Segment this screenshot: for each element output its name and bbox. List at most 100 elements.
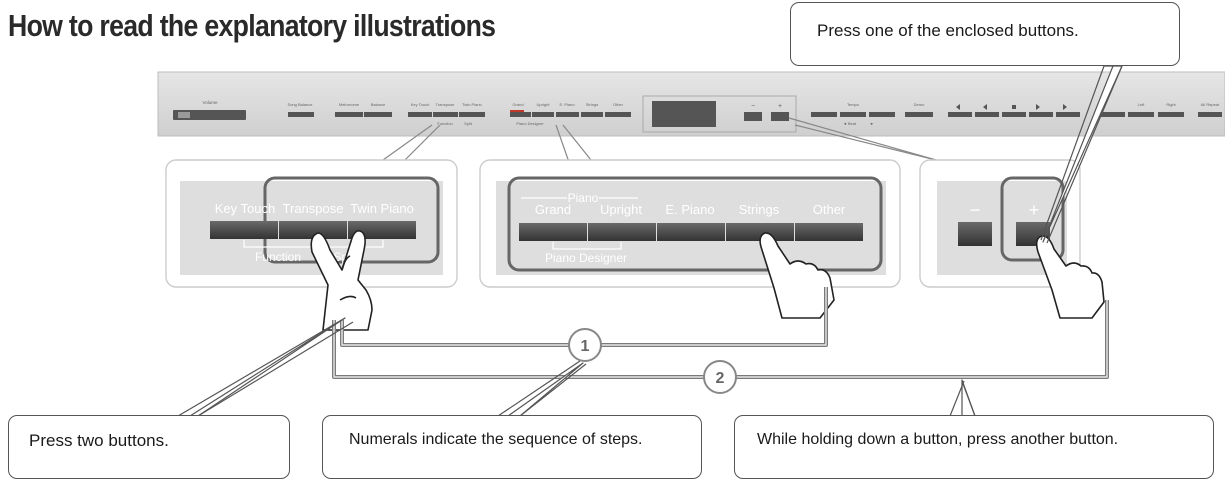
selected-tone-indicator bbox=[510, 110, 524, 112]
panel-buttons bbox=[288, 112, 1222, 121]
pointing-hand-icon bbox=[1035, 235, 1105, 319]
panel-beat-label: Beat bbox=[848, 121, 857, 126]
zoom-leader-lines bbox=[382, 117, 937, 166]
grand-button[interactable] bbox=[519, 223, 587, 241]
step-marker-1: 1 bbox=[568, 328, 602, 362]
key-touch-button[interactable] bbox=[210, 221, 278, 239]
panel-other-label: Other bbox=[613, 102, 624, 107]
panel-split-label: Split bbox=[464, 121, 473, 126]
callout-enclosed-buttons: Press one of the enclosed buttons. bbox=[790, 2, 1180, 66]
piano-designer-label: Piano Designer bbox=[545, 251, 627, 265]
step-2-label: 2 bbox=[716, 370, 725, 387]
panel-strings-label: Strings bbox=[586, 102, 598, 107]
panel-button bbox=[840, 112, 866, 117]
panel-button bbox=[335, 112, 363, 117]
panel-piano-designer-label: Piano Designer bbox=[516, 121, 544, 126]
metronome-label: Metronome bbox=[339, 102, 360, 107]
panel-button bbox=[556, 112, 579, 117]
grand-label: Grand bbox=[535, 202, 571, 217]
panel-display bbox=[652, 101, 716, 127]
panel-tempo-label: Tempo bbox=[847, 102, 860, 107]
song-balance-label: Song Balance bbox=[288, 102, 314, 107]
callout-pointer-strokes bbox=[177, 65, 1123, 417]
panel-button bbox=[288, 112, 314, 117]
panel-button bbox=[364, 112, 392, 117]
panel-button bbox=[408, 112, 432, 117]
zoom-value-buttons: − + bbox=[919, 159, 1105, 319]
panel-left-label: Left bbox=[1138, 102, 1146, 107]
twin-piano-button[interactable] bbox=[348, 221, 416, 239]
panel-grand-label: Grand bbox=[512, 102, 523, 107]
panel-button bbox=[948, 112, 972, 117]
key-touch-label: Key Touch bbox=[215, 201, 275, 216]
group-frame-tone-buttons bbox=[507, 176, 883, 272]
panel-button bbox=[433, 112, 458, 117]
minus-button[interactable] bbox=[958, 222, 992, 246]
panel-minus-label: − bbox=[751, 103, 755, 110]
e-piano-button[interactable] bbox=[657, 223, 725, 241]
callout-hold: While holding down a button, press anoth… bbox=[734, 415, 1214, 479]
plus-label: + bbox=[1029, 200, 1040, 220]
panel-button bbox=[975, 112, 999, 117]
callout-hold-text: While holding down a button, press anoth… bbox=[757, 431, 1119, 448]
upright-button[interactable] bbox=[588, 223, 656, 241]
panel-button bbox=[1029, 112, 1053, 117]
volume-knob bbox=[178, 112, 190, 118]
panel-button bbox=[1002, 112, 1026, 117]
volume-label: Volume bbox=[202, 100, 218, 105]
panel-transpose-label: Transpose bbox=[436, 102, 456, 107]
panel-button bbox=[1158, 112, 1184, 117]
panel-button bbox=[532, 112, 554, 117]
instrument-panel: Volume bbox=[157, 71, 1225, 137]
transpose-button[interactable] bbox=[279, 221, 347, 239]
panel-button bbox=[744, 112, 762, 121]
pointing-hand-icon bbox=[759, 232, 835, 319]
panel-button bbox=[510, 112, 531, 117]
group-frame-plus bbox=[1000, 176, 1065, 262]
two-finger-hand-icon bbox=[310, 230, 373, 331]
twin-piano-label: Twin Piano bbox=[350, 201, 414, 216]
panel-button bbox=[605, 112, 631, 117]
zoom-function: Key Touch Transpose Twin Piano Function … bbox=[165, 159, 458, 331]
panel-button bbox=[1056, 112, 1080, 117]
piano-group-label: Piano bbox=[568, 191, 599, 205]
minus-label: − bbox=[970, 200, 981, 220]
panel-demo-label: Demo bbox=[914, 102, 925, 107]
callout-sequence-text: Numerals indicate the sequence of steps. bbox=[349, 431, 643, 448]
panel-key-touch-label: Key Touch bbox=[411, 102, 430, 107]
panel-right-label: Right bbox=[1166, 102, 1176, 107]
panel-all-repeat-label: All Repeat bbox=[1201, 102, 1220, 107]
panel-button bbox=[1198, 112, 1222, 117]
panel-function-label: Function bbox=[437, 121, 452, 126]
panel-plus-label: + bbox=[778, 103, 782, 110]
strings-label: Strings bbox=[739, 202, 780, 217]
volume-slider bbox=[173, 110, 246, 120]
other-button[interactable] bbox=[795, 223, 863, 241]
balance-label: Balance bbox=[371, 102, 386, 107]
function-label: Function bbox=[255, 250, 301, 264]
panel-button bbox=[1128, 112, 1154, 117]
strings-button[interactable] bbox=[726, 223, 794, 241]
panel-upright-label: Upright bbox=[537, 102, 551, 107]
transport-icons bbox=[956, 104, 1067, 110]
panel-button bbox=[811, 112, 837, 117]
panel-prev-mark: ◄ bbox=[843, 121, 847, 126]
callout-enclosed-text: Press one of the enclosed buttons. bbox=[817, 21, 1079, 40]
panel-button bbox=[581, 112, 603, 117]
panel-button bbox=[1099, 112, 1125, 117]
panel-twin-piano-label: Twin Piano bbox=[462, 102, 482, 107]
panel-button bbox=[905, 112, 933, 117]
panel-button bbox=[459, 112, 485, 117]
other-label: Other bbox=[813, 202, 846, 217]
panel-button bbox=[771, 112, 789, 121]
page-heading: How to read the explanatory illustration… bbox=[8, 8, 496, 43]
panel-next-mark: ► bbox=[870, 121, 874, 126]
transpose-label: Transpose bbox=[283, 201, 344, 216]
step-1-label: 1 bbox=[581, 338, 590, 355]
e-piano-label: E. Piano bbox=[665, 202, 714, 217]
callout-sequence: Numerals indicate the sequence of steps. bbox=[322, 415, 702, 479]
panel-button bbox=[869, 112, 895, 117]
callout-two-buttons: Press two buttons. bbox=[8, 415, 290, 479]
callout-two-buttons-text: Press two buttons. bbox=[29, 431, 169, 450]
